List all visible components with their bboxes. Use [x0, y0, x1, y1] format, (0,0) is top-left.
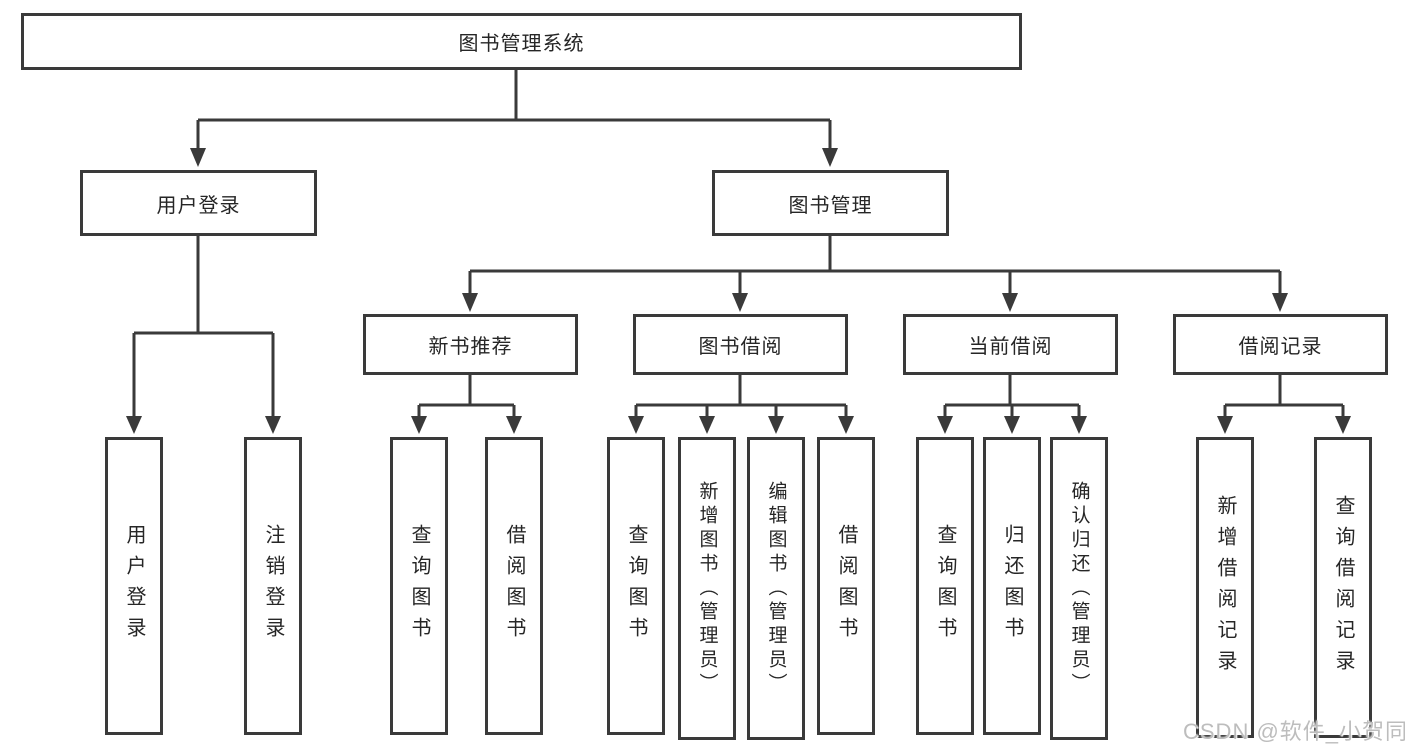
leaf-borrow-books-borrowing-label: 借阅图书: [835, 524, 857, 648]
node-new-book-recommend: 新书推荐: [363, 314, 578, 375]
leaf-borrow-books-recommend: 借阅图书: [485, 437, 543, 735]
leaf-borrow-books-borrowing: 借阅图书: [817, 437, 875, 735]
connector-user-login-to-leaves: [126, 236, 281, 434]
leaf-user-login: 用户登录: [105, 437, 163, 735]
leaf-query-books-current: 查询图书: [916, 437, 974, 735]
leaf-logout: 注销登录: [244, 437, 302, 735]
leaf-user-login-label: 用户登录: [123, 524, 145, 648]
leaf-query-books-borrowing-label: 查询图书: [625, 524, 647, 648]
node-new-book-recommend-label: 新书推荐: [428, 336, 513, 358]
connector-current-borrowing-to-leaves: [937, 375, 1087, 434]
leaf-return-book-label: 归还图书: [1001, 524, 1023, 648]
leaf-borrow-books-recommend-label: 借阅图书: [503, 524, 525, 648]
leaf-confirm-return-admin-label: 确认归还（管理员）: [1068, 480, 1090, 697]
csdn-watermark: CSDN @软件_小贺同学: [1183, 719, 1405, 744]
connector-book-management-to-level3: [462, 236, 1288, 312]
leaf-logout-label: 注销登录: [262, 524, 284, 648]
node-root: 图书管理系统: [21, 13, 1022, 70]
leaf-add-borrow-record-label: 新增借阅记录: [1214, 494, 1236, 681]
leaf-edit-book-admin: 编辑图书（管理员）: [747, 437, 805, 740]
node-book-borrowing: 图书借阅: [633, 314, 848, 375]
leaf-add-book-admin-label: 新增图书（管理员）: [696, 480, 718, 697]
leaf-query-books-borrowing: 查询图书: [607, 437, 665, 735]
connector-borrowing-records-to-leaves: [1217, 375, 1351, 434]
node-root-label: 图书管理系统: [458, 33, 585, 55]
leaf-query-books-recommend: 查询图书: [390, 437, 448, 735]
leaf-return-book: 归还图书: [983, 437, 1041, 735]
leaf-edit-book-admin-label: 编辑图书（管理员）: [765, 480, 787, 697]
node-book-management-label: 图书管理: [788, 194, 873, 217]
leaf-add-book-admin: 新增图书（管理员）: [678, 437, 736, 740]
node-user-login: 用户登录: [80, 170, 317, 236]
leaf-query-books-recommend-label: 查询图书: [408, 524, 430, 648]
leaf-add-borrow-record: 新增借阅记录: [1196, 437, 1254, 738]
node-current-borrowing: 当前借阅: [903, 314, 1118, 375]
node-borrowing-records-label: 借阅记录: [1238, 336, 1323, 358]
leaf-query-books-current-label: 查询图书: [934, 524, 956, 648]
connector-book-borrowing-to-leaves: [628, 375, 854, 434]
leaf-query-borrow-record-label: 查询借阅记录: [1332, 494, 1354, 681]
node-borrowing-records: 借阅记录: [1173, 314, 1388, 375]
leaf-confirm-return-admin: 确认归还（管理员）: [1050, 437, 1108, 740]
connector-root-to-level2: [190, 70, 838, 167]
leaf-query-borrow-record: 查询借阅记录: [1314, 437, 1372, 738]
node-book-borrowing-label: 图书借阅: [698, 336, 783, 358]
node-book-management: 图书管理: [712, 170, 949, 236]
node-current-borrowing-label: 当前借阅: [968, 336, 1053, 358]
node-user-login-label: 用户登录: [156, 194, 241, 217]
connector-new-book-recommend-to-leaves: [411, 375, 522, 434]
